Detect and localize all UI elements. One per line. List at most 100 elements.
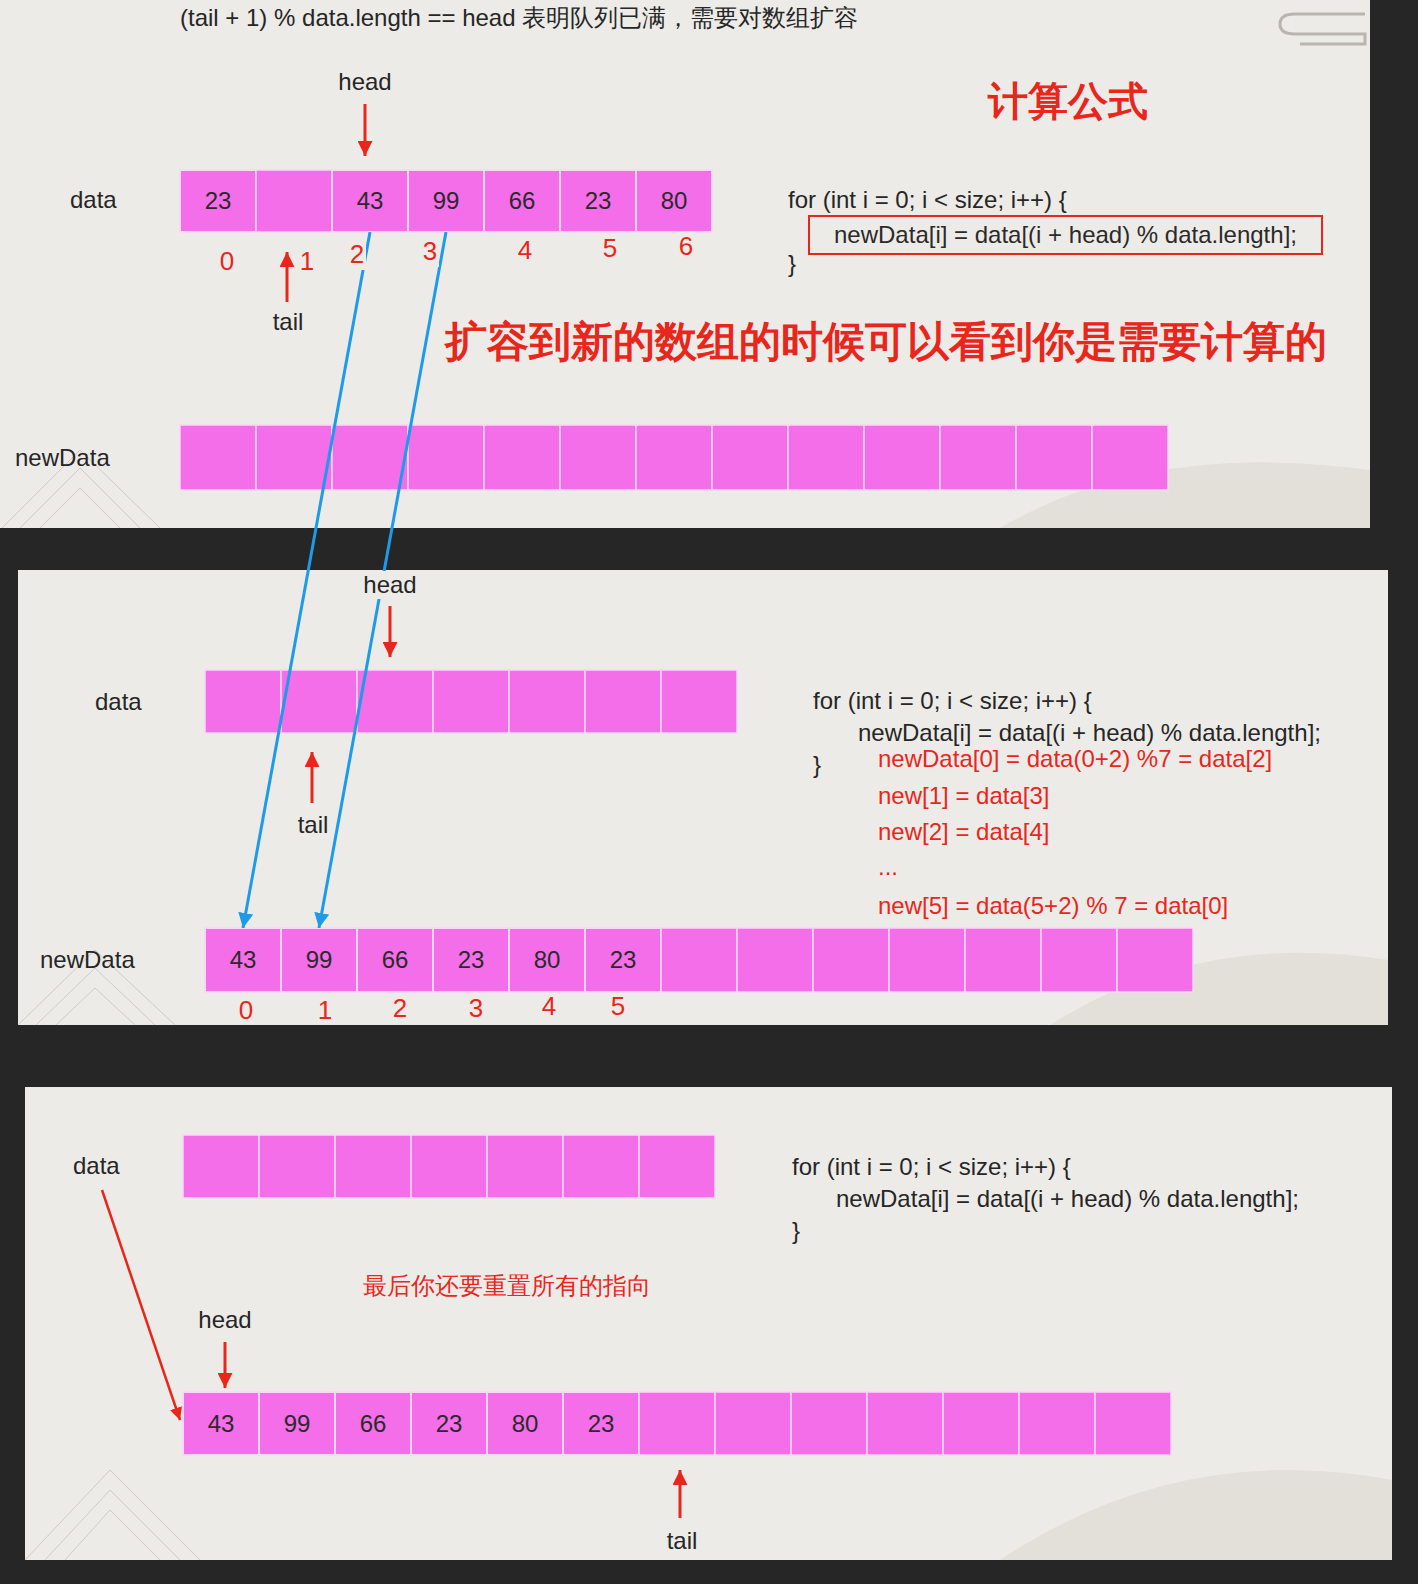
array-cell (256, 425, 332, 490)
index-number: 1 (298, 247, 316, 277)
pointer-label: tail (273, 308, 304, 336)
array-cell (281, 670, 357, 733)
cell-value: 43 (230, 946, 257, 974)
panel (0, 0, 1370, 528)
array-label: data (95, 688, 142, 716)
panel (18, 570, 1388, 1025)
index-number: 5 (601, 234, 619, 264)
array-cell: 43 (205, 928, 281, 992)
hill-decoration (1000, 462, 1392, 1560)
index-number: 0 (239, 996, 253, 1026)
array-cell (563, 1392, 639, 1455)
cell-value: 99 (284, 1410, 311, 1438)
array-cell (332, 425, 408, 490)
array-cell (484, 170, 560, 232)
index-number: 3 (469, 994, 483, 1024)
array-cell (1041, 928, 1117, 992)
array-cell (889, 928, 965, 992)
pointer-label: head (338, 68, 391, 96)
code-line: } (813, 751, 821, 779)
cell-value: 23 (458, 946, 485, 974)
cell-value: 23 (588, 1410, 615, 1438)
index-number: 2 (393, 994, 407, 1024)
index-number: 2 (348, 240, 366, 270)
array-cell (411, 1135, 487, 1198)
cell-value: 23 (436, 1410, 463, 1438)
mountain-decoration (2, 450, 200, 1560)
array-cell (256, 170, 332, 232)
annotation: new[1] = data[3] (878, 782, 1049, 810)
array-cell (965, 928, 1041, 992)
pointer-label: tail (298, 811, 329, 839)
array-cell (560, 170, 636, 232)
array-cell (867, 1392, 943, 1455)
index-number: 6 (677, 232, 695, 262)
cell-value: 80 (512, 1410, 539, 1438)
array-cell (585, 670, 661, 733)
code-line: for (int i = 0; i < size; i++) { (792, 1153, 1071, 1181)
array-cell (433, 670, 509, 733)
cell-value: 23 (205, 187, 232, 215)
code-text: newData[i] = data[(i + head) % data.leng… (834, 221, 1297, 248)
array-cell: 99 (408, 170, 484, 232)
array-cell (180, 425, 256, 490)
array-cell (737, 928, 813, 992)
array-cell: 23 (411, 1392, 487, 1455)
heading-note: 计算公式 (988, 78, 1148, 124)
index-number: 4 (516, 236, 534, 266)
array-cell (408, 170, 484, 232)
array-cell (661, 928, 737, 992)
copy-arrow (319, 232, 446, 928)
array-cell (335, 1135, 411, 1198)
array-label: data (73, 1152, 120, 1180)
array-cell: 23 (433, 928, 509, 992)
array-cell (357, 928, 433, 992)
array-cell: 66 (357, 928, 433, 992)
index-number: 0 (218, 247, 236, 277)
array-cell: 23 (560, 170, 636, 232)
array-label: data (70, 186, 117, 214)
array-cell (788, 425, 864, 490)
array-cell (636, 170, 712, 232)
highlight-box: newData[i] = data[(i + head) % data.leng… (808, 215, 1323, 255)
array-cell (585, 928, 661, 992)
array-cell (791, 1392, 867, 1455)
array-cell (661, 670, 737, 733)
index-number: 4 (542, 992, 556, 1022)
array-cell: 43 (332, 170, 408, 232)
index-number: 1 (318, 996, 332, 1026)
pointer-label: tail (667, 1527, 698, 1555)
clip-icon (1280, 14, 1365, 44)
array-label: newData (15, 444, 110, 472)
array-cell (484, 425, 560, 490)
code-line: newData[i] = data[(i + head) % data.leng… (836, 1185, 1299, 1213)
code-line: } (788, 250, 796, 278)
array-cell (1092, 425, 1168, 490)
array-cell (259, 1135, 335, 1198)
array-cell (205, 670, 281, 733)
array-cell (715, 1392, 791, 1455)
pointer-label: head (361, 571, 418, 599)
array-cell (560, 425, 636, 490)
array-cell: 43 (183, 1392, 259, 1455)
code-line: for (int i = 0; i < size; i++) { (788, 186, 1067, 214)
array-cell (357, 670, 433, 733)
array-cell (487, 1135, 563, 1198)
slide-title: (tail + 1) % data.length == head 表明队列已满，… (180, 4, 858, 32)
array-cell (639, 1392, 715, 1455)
copy-arrow (243, 232, 370, 928)
cell-value: 23 (585, 187, 612, 215)
panel (25, 1087, 1392, 1560)
cell-value: 99 (433, 187, 460, 215)
array-cell (864, 425, 940, 490)
array-cell (183, 1392, 259, 1455)
array-cell (205, 928, 281, 992)
array-cell: 23 (585, 928, 661, 992)
array-cell (636, 425, 712, 490)
annotation: ... (878, 853, 898, 881)
index-number: 5 (611, 992, 625, 1022)
array-cell (335, 1392, 411, 1455)
code-line: newData[i] = data[(i + head) % data.leng… (858, 719, 1321, 747)
cell-value: 66 (360, 1410, 387, 1438)
array-cell (509, 928, 585, 992)
